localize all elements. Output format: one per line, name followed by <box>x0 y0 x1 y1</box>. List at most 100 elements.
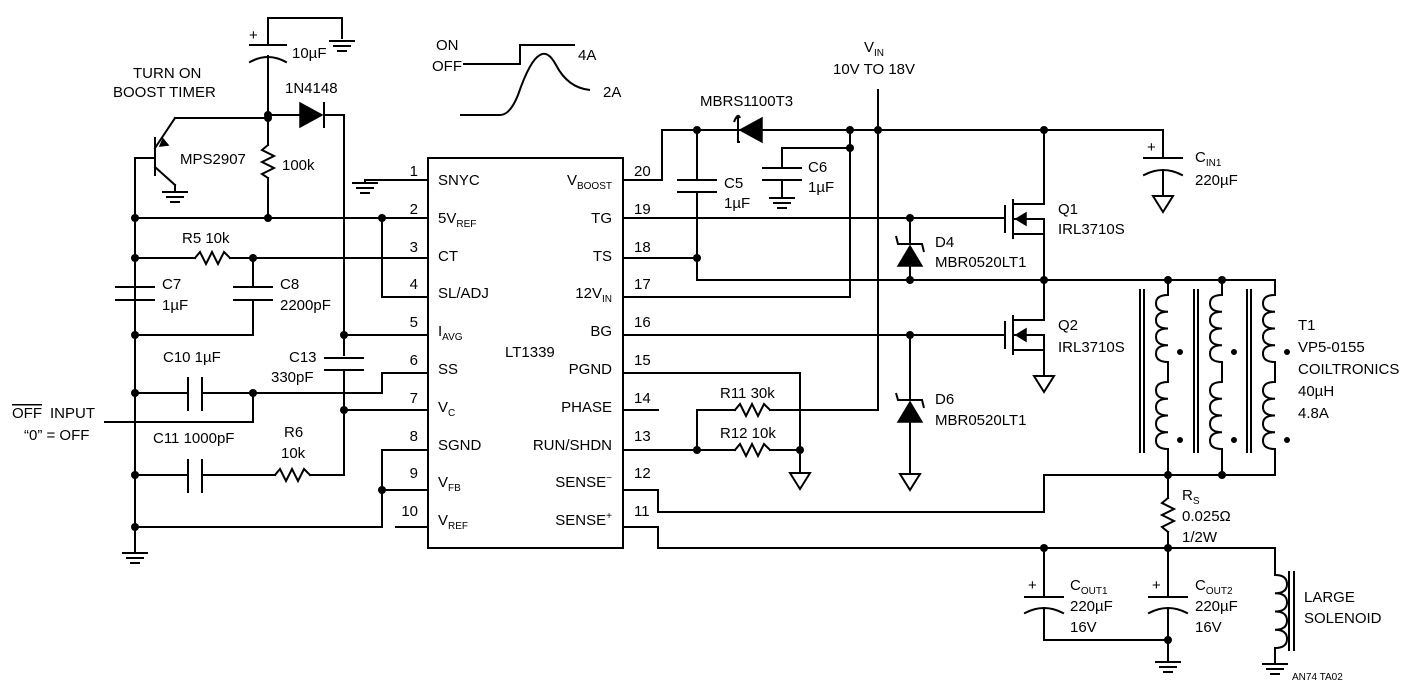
pin-number: 12 <box>634 465 651 482</box>
r5-label: R5 10k <box>182 230 230 247</box>
pin-name: VFB <box>438 474 461 494</box>
d1n4148-label: 1N4148 <box>285 80 338 97</box>
pin-number: 16 <box>634 314 651 331</box>
c8-val: 2200pF <box>280 297 331 314</box>
pin-name: SENSE− <box>555 473 612 491</box>
pin-number: 8 <box>410 428 418 445</box>
ic-pins-right: 20VBOOST19TG18TS1712VIN16BG15PGND14PHASE… <box>533 163 651 529</box>
figure-id: AN74 TA02 <box>1292 672 1343 683</box>
transformer-t1 <box>1139 279 1290 479</box>
cin-name: CIN1 <box>1195 149 1222 169</box>
r11-label: R11 30k <box>720 385 775 402</box>
mosfet-q1 <box>1004 129 1045 281</box>
pin-number: 17 <box>634 276 651 293</box>
winding <box>1154 381 1169 450</box>
rs-name: RS <box>1182 487 1200 507</box>
diode-d4 <box>896 244 924 267</box>
pin-name: TG <box>591 210 612 227</box>
solenoid-label-1: LARGE <box>1304 589 1355 606</box>
transistor-mps2907: MPS2907 <box>134 116 269 203</box>
off-input-label: INPUT <box>50 405 95 422</box>
pin-name: TS <box>593 248 612 265</box>
pin-name: 12VIN <box>575 285 612 305</box>
t1-i: 4.8A <box>1298 405 1329 422</box>
pin-number: 11 <box>634 503 650 520</box>
turn-on-label-2: BOOST TIMER <box>113 84 216 101</box>
off-input-bar: OFF <box>12 405 42 422</box>
pin-number: 3 <box>410 239 418 256</box>
ground-icon <box>1155 661 1181 673</box>
r100k-label: 100k <box>282 157 315 174</box>
pin-name: SL/ADJ <box>438 285 489 302</box>
pin-number: 18 <box>634 239 651 256</box>
ground-arrow-icon <box>789 472 811 490</box>
pin-number: 4 <box>410 276 418 293</box>
q2-name: Q2 <box>1058 317 1078 334</box>
pin-name: CT <box>438 248 458 265</box>
diode-mbrs1100t3 <box>738 116 763 144</box>
pin-number: 19 <box>634 201 651 218</box>
on-label: ON <box>436 37 459 54</box>
pin-number: 10 <box>401 503 418 520</box>
r6-val: 10k <box>281 445 306 462</box>
cin-val: 220µF <box>1195 172 1238 189</box>
ic-name: LT1339 <box>505 344 555 361</box>
t1-l: 40µH <box>1298 383 1334 400</box>
pin-name: VREF <box>438 512 468 532</box>
c5-val: 1µF <box>724 195 750 212</box>
q1-part: IRL3710S <box>1058 221 1125 238</box>
cout2-val: 220µF <box>1195 598 1238 615</box>
pin-number: 14 <box>634 390 651 407</box>
pin-number: 7 <box>410 390 418 407</box>
c11-label: C11 1000pF <box>153 430 234 447</box>
winding <box>1261 294 1276 363</box>
pin-name: RUN/SHDN <box>533 437 612 454</box>
pin-name: 5VREF <box>438 210 476 230</box>
vin-label: VIN <box>864 39 884 59</box>
c7-name: C7 <box>162 276 181 293</box>
pin-name: SENSE+ <box>555 511 612 529</box>
c5-name: C5 <box>724 175 743 192</box>
t1-part: VP5-0155 <box>1298 339 1365 356</box>
off-eq-label: “0” = OFF <box>24 427 89 444</box>
vin-range: 10V TO 18V <box>833 61 915 78</box>
pin-number: 1 <box>410 163 418 180</box>
ground-icon <box>352 182 378 194</box>
c8-name: C8 <box>280 276 299 293</box>
q2-part: IRL3710S <box>1058 339 1125 356</box>
t1-name: T1 <box>1298 317 1316 334</box>
pin-name: PGND <box>569 361 613 378</box>
c13-name: C13 <box>289 349 317 366</box>
c10-label: C10 1µF <box>163 349 221 366</box>
pin-name: VC <box>438 399 455 419</box>
off-label: OFF <box>432 58 462 75</box>
d6-part: MBR0520LT1 <box>935 412 1026 429</box>
cap-plus: + <box>1147 139 1156 156</box>
pin-number: 15 <box>634 352 651 369</box>
d6-name: D6 <box>935 391 954 408</box>
c7-val: 1µF <box>162 297 188 314</box>
ground-icon <box>162 191 188 203</box>
cap-plus: + <box>249 27 258 44</box>
pin-number: 13 <box>634 428 651 445</box>
rs-pwr: 1/2W <box>1182 529 1218 546</box>
t1-mfr: COILTRONICS <box>1298 361 1399 378</box>
ground-icon <box>1262 663 1288 675</box>
winding <box>1154 294 1169 363</box>
cout1-name: COUT1 <box>1070 577 1108 597</box>
diode-d6 <box>896 400 924 423</box>
r12-label: R12 10k <box>720 425 776 442</box>
q1-name: Q1 <box>1058 201 1078 218</box>
ground-arrow-icon <box>1033 375 1055 393</box>
pin-name: SNYC <box>438 172 480 189</box>
pin-name: SS <box>438 361 458 378</box>
cout1-val: 220µF <box>1070 598 1113 615</box>
ground-icon <box>329 40 355 52</box>
turn-on-label-1: TURN ON <box>133 65 201 82</box>
left-circuit: MPS2907 TURN ON BOOST TIMER 100k + 10µF … <box>12 17 429 564</box>
pin-name: SGND <box>438 437 482 454</box>
resistor-r6 <box>273 466 312 484</box>
pin-number: 20 <box>634 163 651 180</box>
cap-plus: + <box>1152 577 1161 594</box>
waveform-inset: ON OFF 4A 2A <box>432 37 621 116</box>
